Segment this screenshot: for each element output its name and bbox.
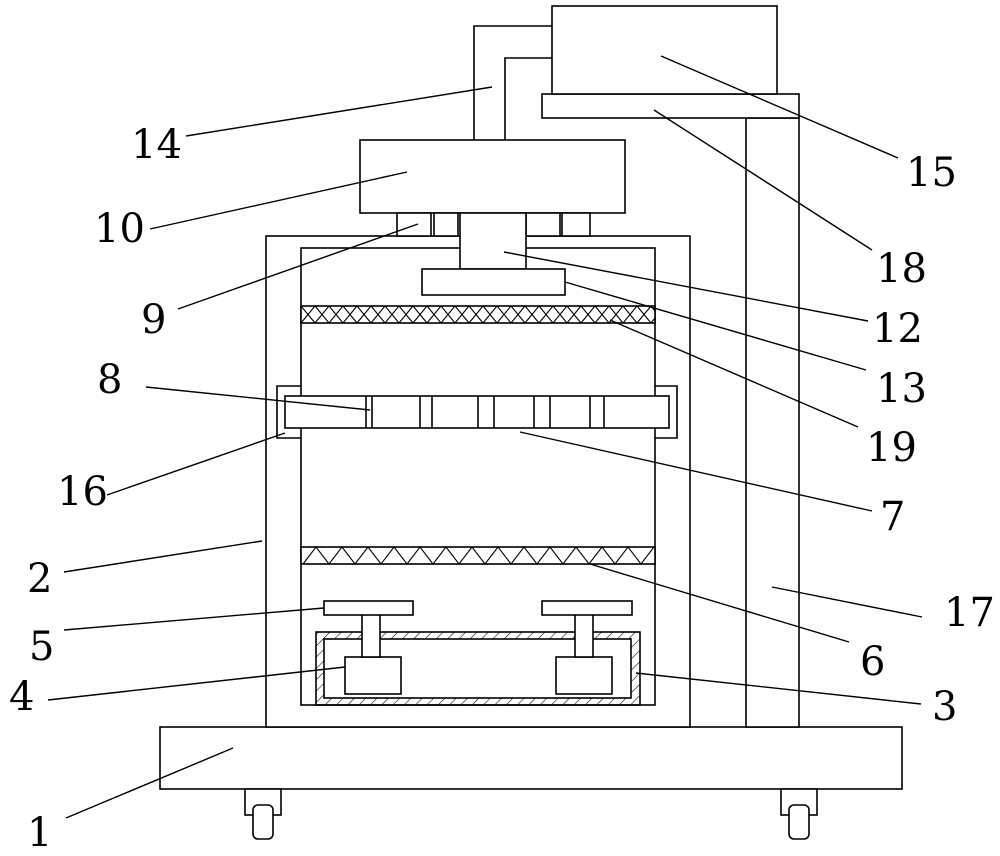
upper-screen	[300, 305, 656, 324]
label-5: 5	[29, 624, 54, 670]
top-unit	[551, 5, 778, 95]
wheel-right	[780, 788, 818, 840]
label-10: 10	[94, 206, 145, 252]
label-14: 14	[131, 122, 182, 168]
lower-screen	[300, 546, 656, 565]
motor-box	[359, 139, 626, 214]
inner-chamber	[300, 247, 656, 706]
side-brackets	[276, 385, 678, 439]
support-column	[745, 117, 800, 728]
support-arm	[541, 93, 800, 119]
label-7: 7	[880, 494, 905, 540]
connector-blocks	[396, 212, 591, 237]
label-6: 6	[860, 639, 885, 685]
wheel-left	[244, 788, 282, 840]
label-19: 19	[866, 425, 917, 471]
label-16: 16	[57, 469, 108, 515]
label-2: 2	[27, 556, 52, 602]
vibration-motor-left	[323, 600, 414, 695]
connecting-pipe	[473, 25, 552, 140]
label-3: 3	[932, 684, 957, 730]
leader-lines	[47, 55, 923, 819]
vibration-motor-right	[541, 600, 633, 695]
label-12: 12	[872, 306, 923, 352]
rotating-drum	[284, 395, 670, 429]
label-15: 15	[906, 150, 957, 196]
label-4: 4	[9, 674, 34, 720]
press-plate	[421, 268, 566, 296]
label-8: 8	[97, 357, 122, 403]
drive-shaft	[459, 212, 527, 270]
label-1: 1	[27, 810, 52, 856]
label-17: 17	[944, 590, 995, 636]
label-9: 9	[141, 297, 166, 343]
label-18: 18	[876, 246, 927, 292]
label-13: 13	[876, 366, 927, 412]
base-plate	[159, 726, 903, 790]
